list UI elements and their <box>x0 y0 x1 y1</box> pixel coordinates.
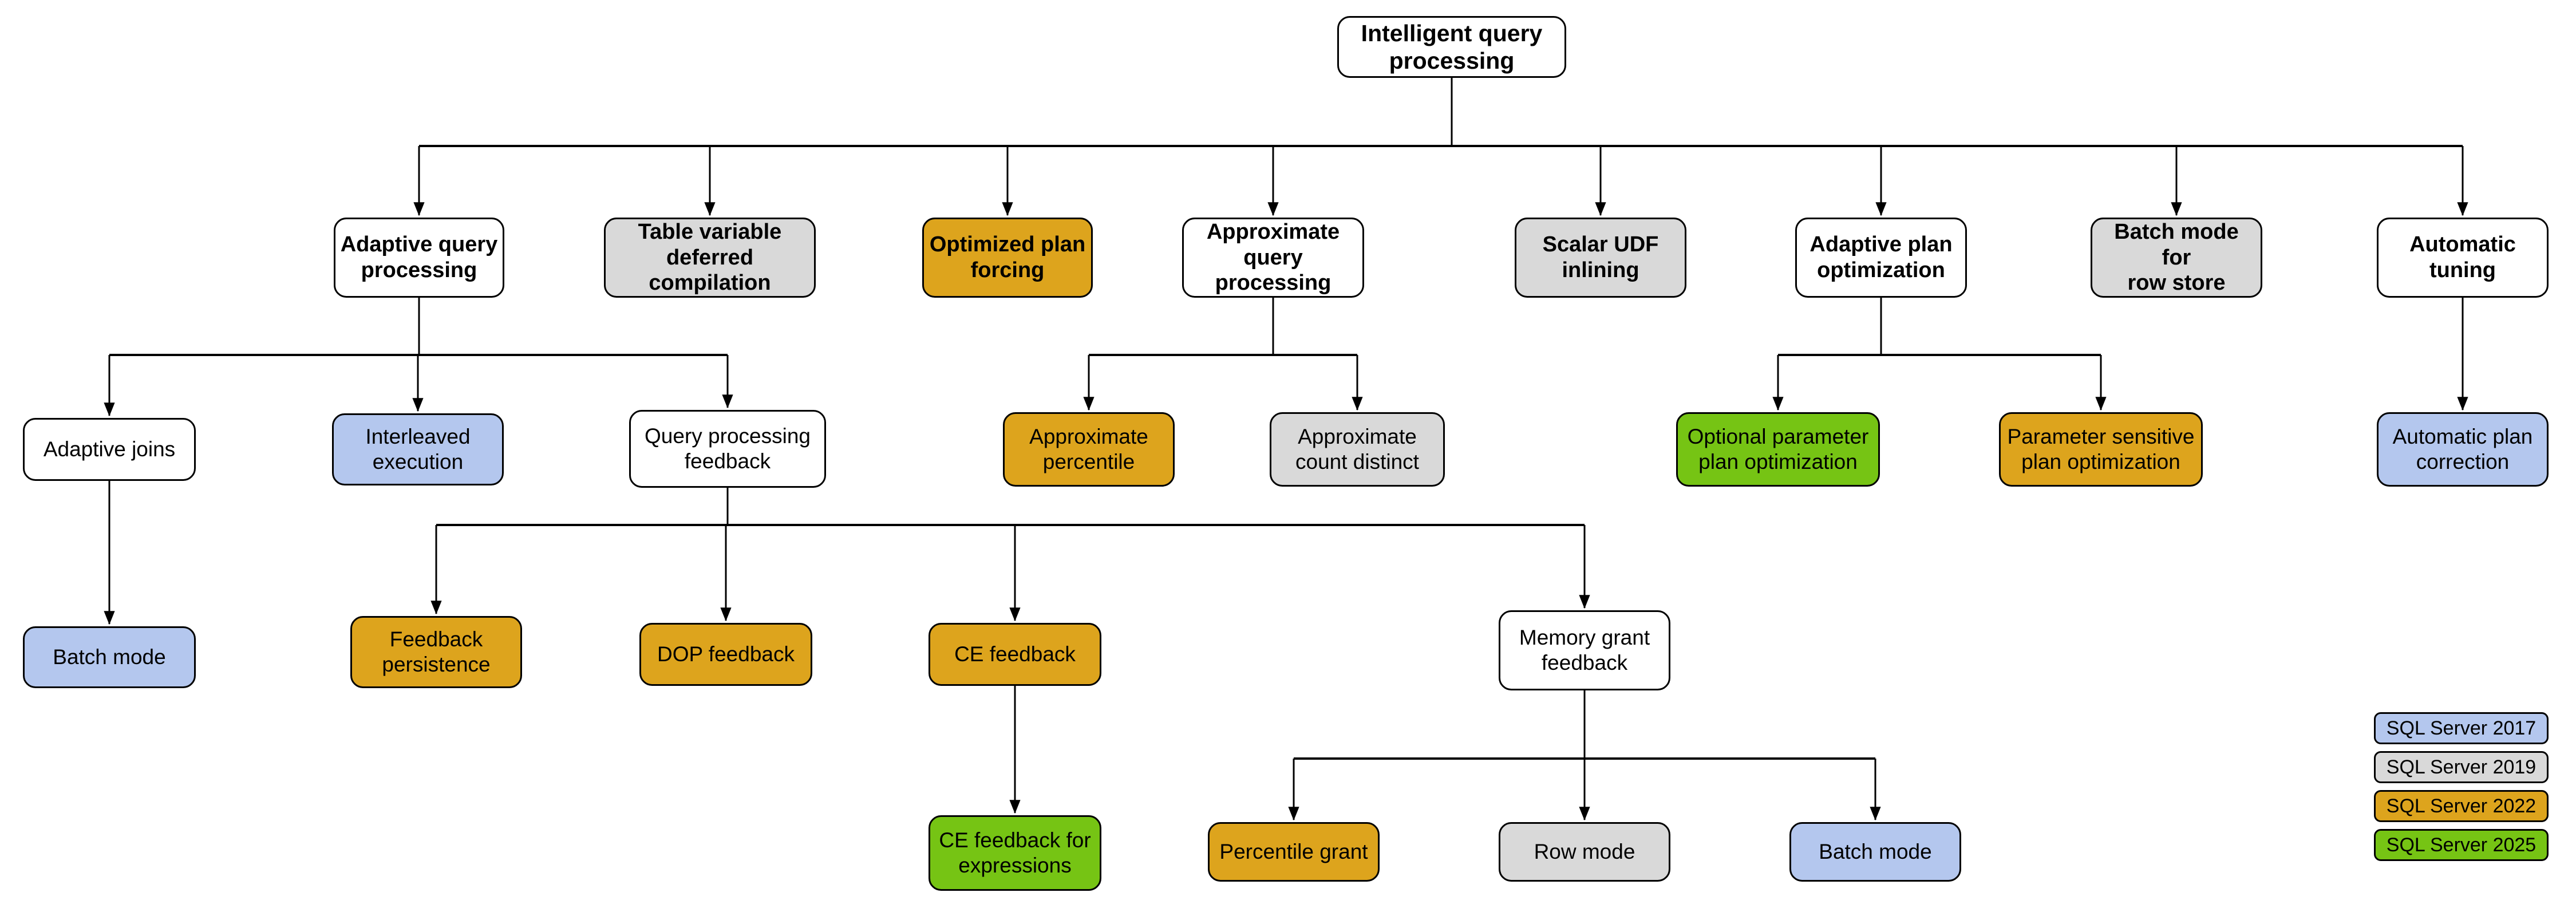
node-root[interactable]: Intelligent query processing <box>1337 16 1566 78</box>
legend-item-sql-server-2017: SQL Server 2017 <box>2374 712 2549 744</box>
legend-item-sql-server-2025: SQL Server 2025 <box>2374 829 2549 861</box>
node-mgf[interactable]: Memory grant feedback <box>1499 610 1670 690</box>
node-ilex[interactable]: Interleaved execution <box>332 413 504 485</box>
node-cef[interactable]: CE feedback <box>929 623 1101 686</box>
node-oppo[interactable]: Optional parameter plan optimization <box>1676 412 1880 487</box>
node-pgrant[interactable]: Percentile grant <box>1208 822 1380 882</box>
node-ajoin[interactable]: Adaptive joins <box>23 418 196 481</box>
node-sudf[interactable]: Scalar UDF inlining <box>1515 218 1686 298</box>
node-pspo[interactable]: Parameter sensitive plan optimization <box>1999 412 2203 487</box>
node-bmode1[interactable]: Batch mode <box>23 626 196 688</box>
node-bmode2[interactable]: Batch mode <box>1789 822 1961 882</box>
node-fbp[interactable]: Feedback persistence <box>350 616 522 688</box>
node-bmrs[interactable]: Batch mode for row store <box>2091 218 2262 298</box>
node-opf[interactable]: Optimized plan forcing <box>922 218 1093 298</box>
node-cefe[interactable]: CE feedback for expressions <box>929 815 1101 891</box>
node-dopf[interactable]: DOP feedback <box>639 623 812 686</box>
node-qpf[interactable]: Query processing feedback <box>629 410 826 488</box>
node-acd[interactable]: Approximate count distinct <box>1270 412 1445 487</box>
node-apct[interactable]: Approximate percentile <box>1003 412 1175 487</box>
node-apq[interactable]: Approximate query processing <box>1182 218 1364 298</box>
legend-item-sql-server-2022: SQL Server 2022 <box>2374 790 2549 822</box>
node-tvdc[interactable]: Table variable deferred compilation <box>604 218 816 298</box>
node-rmode[interactable]: Row mode <box>1499 822 1670 882</box>
node-apo[interactable]: Adaptive plan optimization <box>1795 218 1967 298</box>
node-autot[interactable]: Automatic tuning <box>2377 218 2549 298</box>
node-apc[interactable]: Automatic plan correction <box>2377 412 2549 487</box>
node-aqp[interactable]: Adaptive query processing <box>334 218 504 298</box>
legend-item-sql-server-2019: SQL Server 2019 <box>2374 751 2549 783</box>
